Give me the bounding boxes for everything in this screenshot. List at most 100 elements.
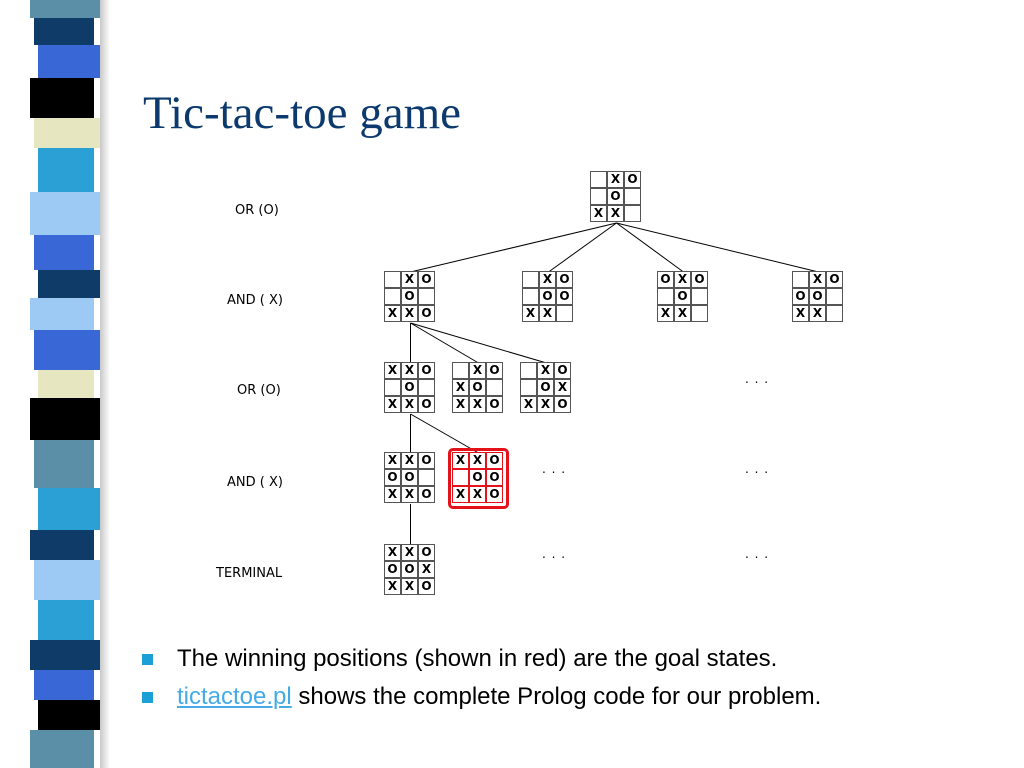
board-cell: X xyxy=(452,452,469,469)
board-cell: O xyxy=(624,171,641,188)
board-cell: X xyxy=(401,396,418,413)
level-label-terminal: TERMINAL xyxy=(216,566,283,581)
board-cell: O xyxy=(469,469,486,486)
goal-highlight-frame xyxy=(448,448,509,509)
board-cell: O xyxy=(401,469,418,486)
stripe-edge xyxy=(100,0,110,768)
board-cell xyxy=(418,469,435,486)
tree-edge xyxy=(616,222,819,273)
tree-edge xyxy=(410,322,479,364)
board-cell: O xyxy=(401,379,418,396)
tree-edge xyxy=(616,222,684,273)
board-cell: X xyxy=(809,271,826,288)
board-cell: O xyxy=(554,396,571,413)
tree-edge xyxy=(410,222,617,273)
board-cell: X xyxy=(384,544,401,561)
board-cell xyxy=(624,188,641,205)
board-cell xyxy=(691,305,708,322)
stripe-segment xyxy=(38,700,100,730)
board-cell xyxy=(418,288,435,305)
bullet-text: The winning positions (shown in red) are… xyxy=(177,645,778,672)
board-cell: O xyxy=(537,379,554,396)
tree-edge xyxy=(548,222,617,273)
board-cell: X xyxy=(469,486,486,503)
board-cell: X xyxy=(607,205,624,222)
stripe-segment xyxy=(30,78,94,118)
board-cell xyxy=(826,305,843,322)
board-cell xyxy=(556,305,573,322)
board-cell xyxy=(792,271,809,288)
board-cell: O xyxy=(607,188,624,205)
tree-edges xyxy=(410,222,819,545)
stripe-segment xyxy=(34,440,94,488)
stripe-segment xyxy=(30,298,94,330)
stripe-segment xyxy=(34,330,100,370)
stripe-segment xyxy=(30,398,100,440)
board-cell: X xyxy=(469,362,486,379)
bullet-square-icon xyxy=(142,692,153,703)
board-cell: X xyxy=(809,305,826,322)
board-cell: X xyxy=(384,362,401,379)
board-cell: X xyxy=(554,379,571,396)
stripe-segment xyxy=(38,600,94,640)
board-cell: O xyxy=(554,362,571,379)
board-cell: X xyxy=(520,396,537,413)
board-cell: O xyxy=(674,288,691,305)
board-cell: X xyxy=(469,452,486,469)
stripe-segment xyxy=(30,192,100,235)
slide-title: Tic-tac-toe game xyxy=(143,87,462,139)
board-cell: O xyxy=(556,271,573,288)
board-cell: X xyxy=(401,305,418,322)
board-cell: O xyxy=(418,452,435,469)
board-cell xyxy=(520,379,537,396)
board-cell: X xyxy=(384,452,401,469)
board-cell: X xyxy=(401,452,418,469)
board-cell: X xyxy=(522,305,539,322)
stripe-segment xyxy=(30,640,100,670)
board-cell: X xyxy=(401,486,418,503)
board-cell: O xyxy=(418,271,435,288)
tree-edge xyxy=(410,413,479,454)
stripe-segment xyxy=(30,530,94,560)
board-cell: X xyxy=(452,486,469,503)
stripe-segment xyxy=(38,270,100,298)
board-cell xyxy=(384,271,401,288)
board-cell: O xyxy=(418,578,435,595)
board-cell: X xyxy=(539,305,556,322)
board-cell: X xyxy=(384,305,401,322)
board-cell xyxy=(452,469,469,486)
board-cell: O xyxy=(486,486,503,503)
board-cell: X xyxy=(469,396,486,413)
board-cell: O xyxy=(539,288,556,305)
board-cell xyxy=(486,379,503,396)
board-cell: O xyxy=(809,288,826,305)
tictactoe-link[interactable]: tictactoe.pl xyxy=(177,683,292,710)
ellipsis-and-level-1: . . . xyxy=(542,462,567,476)
ellipsis-or-level: . . . xyxy=(745,372,770,386)
board-cell xyxy=(418,379,435,396)
stripe-segment xyxy=(38,488,100,530)
board-cell: O xyxy=(384,469,401,486)
board-cell: O xyxy=(826,271,843,288)
bullet-item-prolog-code: tictactoe.pl shows the complete Prolog c… xyxy=(140,678,821,716)
board-cell: X xyxy=(792,305,809,322)
board-cell: O xyxy=(486,469,503,486)
board-cell: O xyxy=(418,544,435,561)
bullet-square-icon xyxy=(142,654,153,665)
board-cell xyxy=(384,288,401,305)
board-cell: O xyxy=(401,288,418,305)
board-cell xyxy=(691,288,708,305)
board-cell xyxy=(624,205,641,222)
level-label-or-1: OR (O) xyxy=(235,203,279,218)
stripe-segment xyxy=(34,235,94,270)
board-cell xyxy=(384,379,401,396)
stripe-segment xyxy=(38,45,100,78)
board-cell xyxy=(522,288,539,305)
